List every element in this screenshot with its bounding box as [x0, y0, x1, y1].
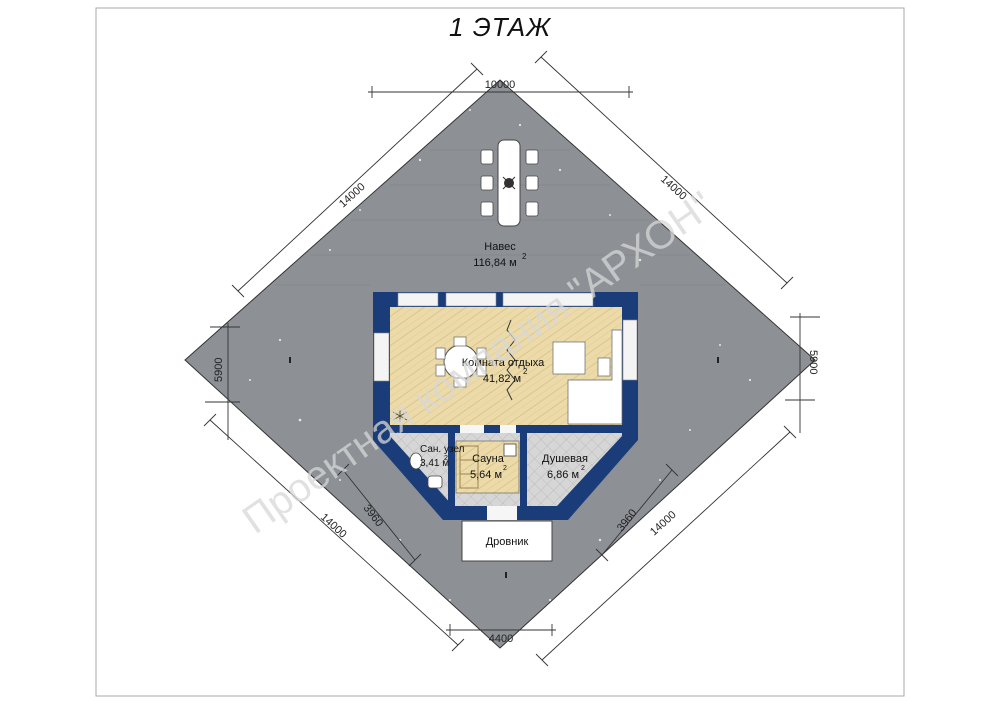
- sauna-stove-icon: [503, 443, 517, 457]
- dim-lower-right-outer: 14000: [648, 509, 679, 538]
- sauna-area: 5,64 м: [470, 469, 502, 481]
- dim-bottom: 4400: [489, 633, 513, 645]
- wc-name: Сан. узел: [420, 444, 465, 455]
- canopy-area-sup: 2: [522, 252, 527, 261]
- sauna-benches: [459, 445, 479, 489]
- canopy-area: 116,84 м: [473, 257, 516, 269]
- shower-area-sup: 2: [581, 465, 585, 472]
- sauna-area-sup: 2: [503, 465, 507, 472]
- stair-divider: [506, 319, 516, 401]
- floor-drain-icon: [392, 410, 408, 422]
- woodshed-box: [461, 520, 553, 562]
- shower-name: Душевая: [542, 453, 588, 465]
- drawing-frame: [95, 7, 905, 697]
- lounge-area: 41,82 м: [483, 373, 521, 385]
- lounge-dining-set: [435, 336, 487, 388]
- lounge-area-sup: 2: [523, 367, 528, 376]
- windows: [373, 292, 638, 382]
- lounge-sofa-set: [552, 329, 623, 425]
- dim-top: 10000: [485, 79, 516, 91]
- door-openings: [460, 425, 517, 520]
- page-title: 1 ЭТАЖ: [449, 12, 551, 42]
- woodshed-label: Дровник: [486, 536, 529, 548]
- dimension-lines: [203, 50, 820, 667]
- wc-area: 3,41 м: [420, 458, 449, 469]
- dim-lower-left-outer: 14000: [318, 511, 349, 540]
- lounge-name: Комната отдыха: [462, 357, 545, 369]
- sauna-name: Сауна: [472, 453, 505, 465]
- wc-area-sup: 2: [444, 455, 448, 462]
- dim-right-height: 5900: [807, 350, 819, 374]
- dim-left-height: 5900: [213, 358, 225, 382]
- wc-fixtures: [409, 452, 443, 489]
- canopy-name: Навес: [484, 241, 516, 253]
- shower-area: 6,86 м: [547, 469, 579, 481]
- outdoor-dining-set: [480, 139, 539, 227]
- canopy-texture: [249, 109, 752, 602]
